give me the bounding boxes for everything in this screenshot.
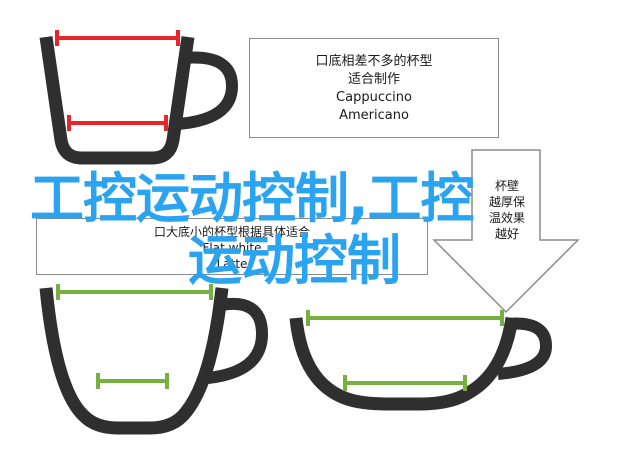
overlay-title-line-1: 工控运动控制,工控 — [30, 167, 475, 230]
red-width-marker-top — [55, 30, 180, 46]
note-top-line: Cappuccino — [336, 90, 412, 105]
arrow-note-line: 越厚保 — [488, 195, 525, 209]
note-top-line: 适合制作 — [347, 72, 400, 87]
note-top-line: Americano — [339, 108, 409, 123]
cup-tapered-body — [39, 287, 229, 435]
arrow-note-line: 越好 — [494, 227, 519, 241]
down-arrow-callout — [432, 149, 580, 314]
cup-straight-body — [39, 36, 195, 165]
note-middle-line: Flat white — [202, 241, 262, 255]
note-middle-line: 口大底小的杯型根据具体适合 — [153, 225, 310, 239]
cup-tapered-handle — [207, 297, 269, 384]
green-width-marker-top — [56, 284, 213, 300]
note-box-middle: 口大底小的杯型根据具体适合 Flat white Latte — [36, 218, 428, 275]
green-width-marker-bowl-top — [306, 310, 504, 326]
arrow-note-line: 杯壁 — [494, 179, 519, 193]
note-top-line: 口底相差不多的杯型 — [315, 54, 433, 69]
cup-straight-handle — [176, 51, 239, 130]
overlay-title-line-2: 运动控制 — [188, 229, 401, 292]
red-width-marker-bottom — [67, 115, 168, 131]
note-box-top: 口底相差不多的杯型 适合制作 Cappuccino Americano — [249, 38, 499, 138]
cup-bowl-handle — [497, 317, 553, 380]
note-middle-line: Latte — [216, 257, 248, 271]
green-width-marker-bottom — [96, 373, 169, 389]
cup-bowl-body — [289, 316, 519, 411]
cup-tapered — [39, 284, 269, 435]
cup-bowl — [289, 310, 553, 411]
arrow-note: 杯壁 越厚保 温效果 越好 — [474, 178, 540, 242]
cup-straight — [39, 30, 239, 165]
green-width-marker-bowl-bottom — [343, 375, 467, 391]
arrow-note-line: 温效果 — [488, 211, 525, 225]
